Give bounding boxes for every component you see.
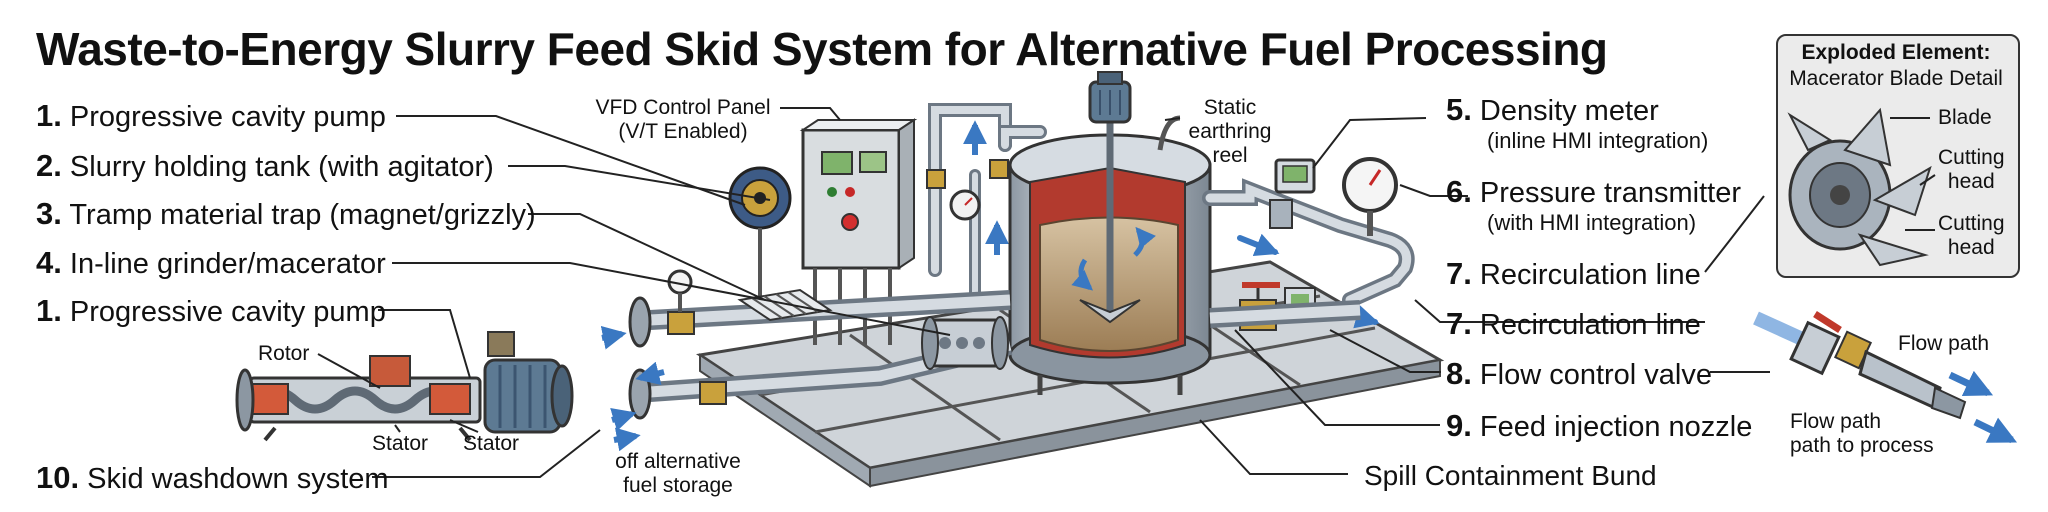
label-density-meter-sub: (inline HMI integration) xyxy=(1487,128,1709,153)
callout-stator-a: Stator xyxy=(372,432,429,455)
progressive-cavity-pump xyxy=(235,331,574,442)
label-recirculation-line-2: 7. Recirculation line xyxy=(1446,306,1701,341)
macerator-detail-title: Exploded Element: Macerator Blade Detail xyxy=(1789,41,2003,90)
label-flow-control-valve: 8. Flow control valve xyxy=(1446,356,1713,391)
nozzle-flow-path-label: Flow path xyxy=(1898,332,1990,355)
pipe-flanges xyxy=(600,269,727,452)
injection-nozzle-art xyxy=(1753,311,2018,444)
label-progressive-cavity-pump-2: 1. Progressive cavity pump xyxy=(36,293,386,328)
label-pressure-transmitter-sub: (with HMI integration) xyxy=(1487,210,1697,235)
label-pressure-transmitter: 6. Pressure transmitter xyxy=(1446,174,1741,209)
label-recirculation-line-1: 7. Recirculation line xyxy=(1446,256,1701,291)
callout-stator-b: Stator xyxy=(463,432,520,455)
label-tramp-material-trap: 3. Tramp material trap (magnet/grizzly) xyxy=(36,196,536,231)
label-density-meter: 5. Density meter xyxy=(1446,92,1659,127)
slurry-holding-tank xyxy=(1008,71,1212,395)
callout-spill-containment-bund: Spill Containment Bund xyxy=(1364,460,1657,491)
label-slurry-holding-tank: 2. Slurry holding tank (with agitator) xyxy=(36,148,494,183)
label-skid-washdown-system: 10. Skid washdown system xyxy=(36,460,389,495)
page-title: Waste-to-Energy Slurry Feed Skid System … xyxy=(36,23,1608,75)
label-inline-grinder: 4. In-line grinder/macerator xyxy=(36,245,386,280)
label-progressive-cavity-pump-1: 1. Progressive cavity pump xyxy=(36,98,386,133)
pressure-gauge xyxy=(1342,157,1398,236)
density-meter xyxy=(1269,158,1316,229)
upper-gauges xyxy=(926,120,1009,255)
detail-blade-label: Blade xyxy=(1938,106,1992,129)
callout-vfd-panel: VFD Control Panel(V/T Enabled) xyxy=(595,96,771,143)
leader-lines xyxy=(317,107,1770,478)
callout-rotor: Rotor xyxy=(258,342,310,365)
vfd-control-panel xyxy=(799,118,918,345)
label-feed-injection-nozzle: 9. Feed injection nozzle xyxy=(1446,408,1753,443)
